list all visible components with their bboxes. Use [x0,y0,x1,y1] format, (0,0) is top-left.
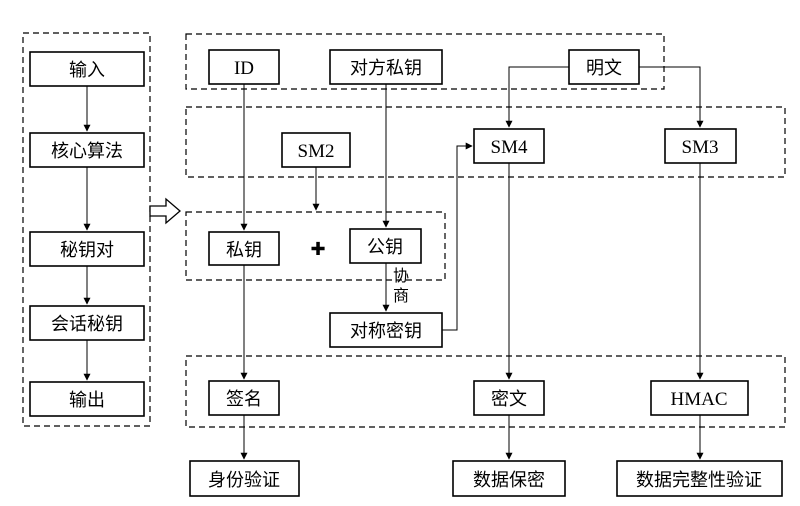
node-data-confidentiality-label: 数据保密 [473,470,545,491]
keys-group [185,211,446,281]
node-sm4: SM4 [473,128,545,164]
node-sm2-label: SM2 [298,141,335,162]
plus-icon: ✚ [310,239,325,260]
node-private-key: 私钥 [208,231,280,266]
node-session-key-label: 会话秘钥 [51,314,123,335]
node-peer-private-key-label: 对方私钥 [350,58,422,79]
node-sm3-label: SM3 [682,137,719,158]
edge-symmetric-key-to-sm4 [442,142,473,331]
node-id-label: ID [234,58,254,79]
node-ciphertext-label: 密文 [491,389,527,410]
node-key-pair-label: 秘钥对 [60,240,114,261]
hollow-arrow-icon [149,197,181,225]
algorithms-group [185,106,786,178]
negotiate-label-1: 协 [393,266,409,285]
node-session-key: 会话秘钥 [29,305,145,341]
edge-plaintext-to-sm3 [639,66,704,128]
node-hmac-label: HMAC [670,389,727,410]
node-symmetric-key: 对称密钥 [329,312,443,348]
node-identity-verification: 身份验证 [189,460,300,497]
node-core-algorithm: 核心算法 [29,132,145,168]
node-core-algorithm-label: 核心算法 [51,141,123,162]
left-column-group [22,32,151,427]
node-signature-label: 签名 [226,389,262,410]
node-input-label: 输入 [69,60,105,81]
edge-plaintext-to-sm4 [505,66,569,128]
node-sm4-label: SM4 [491,137,528,158]
node-data-confidentiality: 数据保密 [452,460,566,497]
node-key-pair: 秘钥对 [29,231,145,267]
node-signature: 签名 [208,380,280,416]
node-sm3: SM3 [664,128,737,164]
node-sm2: SM2 [281,132,351,168]
node-public-key: 公钥 [349,228,422,264]
outputs-group [185,355,786,428]
node-identity-verification-label: 身份验证 [208,470,280,491]
node-output: 输出 [29,381,145,417]
node-data-integrity-verification: 数据完整性验证 [616,460,783,497]
node-input: 输入 [29,51,145,87]
negotiate-label-2: 商 [393,286,409,305]
node-public-key-label: 公钥 [367,237,403,258]
node-id: ID [208,49,280,85]
node-hmac: HMAC [650,380,749,416]
node-private-key-label: 私钥 [226,240,262,261]
node-peer-private-key: 对方私钥 [329,49,443,85]
node-symmetric-key-label: 对称密钥 [350,321,422,342]
inputs-group [185,33,665,90]
node-plaintext-label: 明文 [586,58,622,79]
node-ciphertext: 密文 [473,380,545,416]
node-data-integrity-verification-label: 数据完整性验证 [636,470,762,491]
node-plaintext: 明文 [568,49,640,85]
node-output-label: 输出 [69,390,105,411]
